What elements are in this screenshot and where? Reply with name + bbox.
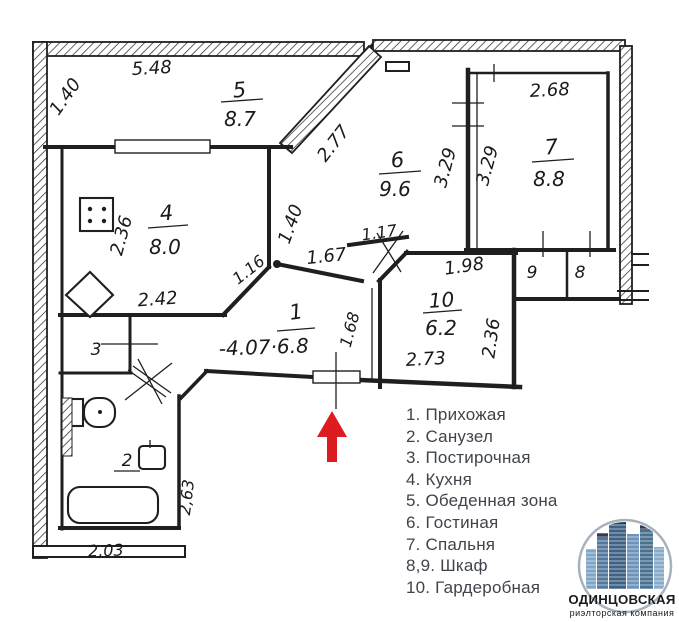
dim-wall-167: 1.67 [305, 244, 348, 269]
dim-wardrobe-width: 2.73 [405, 348, 446, 371]
duct-strip [61, 397, 73, 457]
legend-item: 1. Прихожая [406, 405, 506, 424]
dim-wall-198: 1.98 [443, 253, 486, 279]
dim-wall-117: 1.17 [360, 221, 399, 245]
corner-sink-icon [64, 270, 115, 319]
legend-item: 3. Постирочная [406, 448, 531, 468]
room6-number: 6 [390, 147, 405, 172]
outer-wall-top-left [32, 41, 365, 57]
dim-living-depth: 3.29 [430, 146, 461, 190]
logo-buildings-icon [584, 522, 666, 590]
stove-burner [101, 206, 107, 212]
bathtub-icon [66, 485, 160, 525]
sink-icon [137, 444, 167, 471]
room10-area: 6.2 [425, 316, 457, 340]
room5-underline [220, 98, 264, 103]
dim-bedroom-width: 2.68 [529, 79, 570, 102]
agency-logo: ОДИНЦОВСКАЯ риэлторская компания [568, 518, 675, 618]
room-labels: 5 8.7 4 8.0 6 9.6 7 8.8 10 6.2 1 -4.07·6… [91, 77, 586, 472]
wall-segment-entrance-left [203, 368, 316, 380]
room10-underline [422, 309, 463, 314]
fixtures [61, 196, 167, 525]
logo-subtitle: риэлторская компания [570, 608, 675, 618]
dim-dining-side: 1.40 [45, 74, 85, 119]
room1-underline [276, 327, 316, 332]
room6-area: 9.6 [379, 177, 411, 201]
door-swing-mark [137, 358, 163, 405]
room4-number: 4 [159, 200, 174, 225]
wall-segment-chamfer [178, 368, 210, 401]
room7-area: 8.8 [533, 167, 565, 191]
room6-underline [378, 170, 422, 175]
dim-wardrobe-depth: 2.36 [478, 317, 504, 360]
stove-burner [101, 218, 107, 224]
dim-bath-width: 2,03 [88, 540, 124, 560]
dim-top-width: 5.48 [131, 57, 172, 80]
room3-number: 3 [91, 340, 102, 360]
legend-item: 5. Обеденная зона [406, 491, 558, 511]
wall-junction [273, 260, 281, 268]
dim-kitchen-diag: 1.16 [229, 251, 269, 288]
dim-diag-5-6: 2.77 [313, 121, 355, 166]
toilet-dot [98, 410, 102, 414]
legend-item: 4. Кухня [406, 469, 472, 489]
outer-wall-bottom-left [32, 545, 186, 558]
room1-area-note: -4.07·6.8 [218, 333, 309, 360]
wall-segment [376, 249, 410, 284]
wall-notch [385, 61, 410, 72]
dimension-ticks [372, 64, 591, 274]
stove-burner [87, 218, 93, 224]
diagonal-wall-5-6 [278, 44, 383, 155]
room-legend: 1. Прихожая 2. Санузел 3. Постирочная 4.… [406, 404, 558, 598]
outer-wall-top-right [372, 39, 626, 52]
opening-dining-kitchen [114, 139, 211, 154]
room8-number: 8 [575, 263, 586, 283]
dim-hall-168: 1.68 [336, 310, 364, 349]
legend-item: 2. Санузел [406, 426, 494, 446]
outer-wall-right [619, 45, 633, 305]
room5-area: 8.7 [224, 107, 256, 131]
dim-kitchen-width: 2.42 [137, 288, 178, 312]
room9-number: 9 [527, 263, 538, 283]
legend-item: 7. Спальня [406, 534, 496, 554]
wall-segment-167 [279, 262, 365, 284]
interior-walls [43, 61, 649, 531]
dim-bath-depth: 2,63 [175, 478, 198, 516]
room4-area: 8.0 [149, 235, 181, 259]
room1-number: 1 [288, 299, 305, 325]
legend-item: 6. Гостиная [406, 512, 499, 532]
logo-title: ОДИНЦОВСКАЯ [568, 592, 675, 607]
outer-walls [32, 39, 633, 559]
room10-number: 10 [428, 287, 455, 313]
wall-segment-kitchen-diagonal [220, 264, 272, 318]
stove-icon [78, 196, 115, 233]
stove-burner [87, 206, 93, 212]
room4-underline [147, 224, 189, 229]
entrance-arrow-head [317, 411, 347, 437]
legend-item: 8,9. Шкаф [406, 556, 488, 576]
dim-hall-wall: 1.40 [274, 202, 307, 247]
wall-segment-entrance-right [357, 377, 523, 390]
room7-number: 7 [544, 134, 560, 159]
room7-underline [531, 158, 575, 163]
door-swing-mark [376, 232, 402, 273]
outer-wall-left [32, 41, 48, 559]
room5-number: 5 [232, 77, 247, 102]
entrance-arrow-shaft [327, 436, 337, 462]
entrance-arrow [317, 411, 347, 462]
door-swing-mark [124, 362, 173, 401]
room2-number: 2 [122, 451, 133, 471]
legend-item: 10. Гардеробная [406, 577, 541, 597]
